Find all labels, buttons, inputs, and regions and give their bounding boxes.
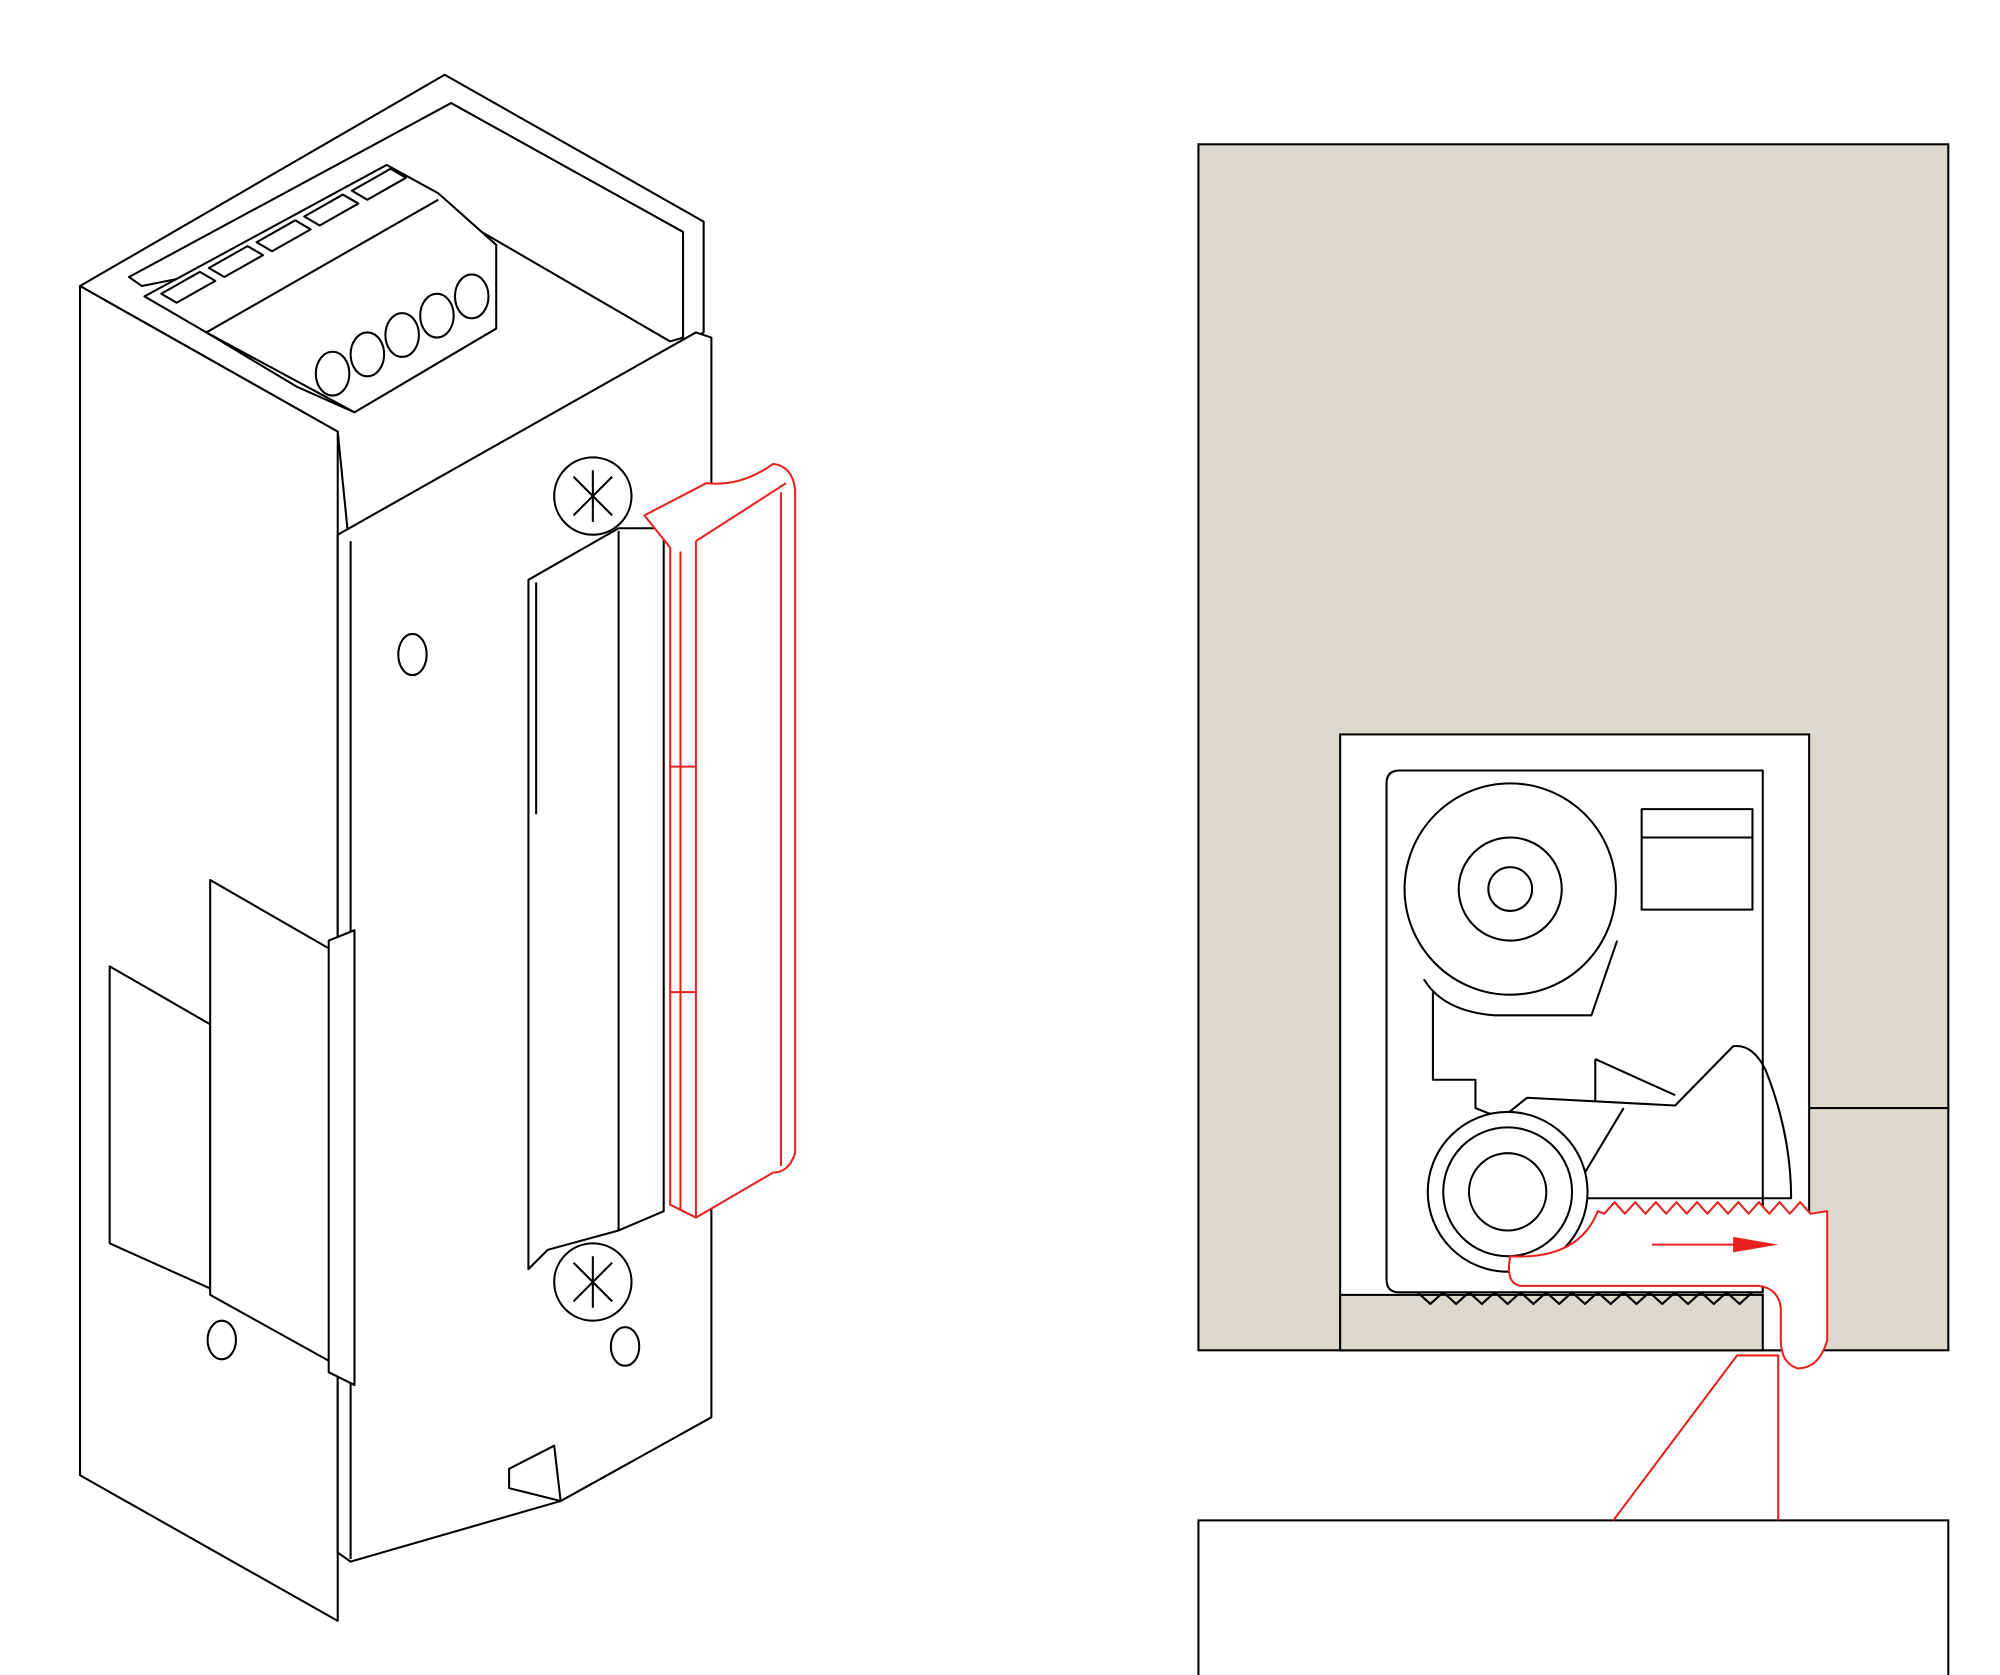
latch-bolt-highlight [643,462,797,1219]
bottom-tab [508,1444,562,1503]
door-recess-back [108,965,212,1290]
solenoid-core [1487,866,1534,912]
terminal-slot [303,193,360,227]
mounting-hole [609,1326,641,1367]
screw-icon [553,1242,633,1322]
terminal-screw-icon [419,292,455,339]
latch-bolt-highlight-section [1507,1201,1829,1522]
door-leaf [1197,1519,1950,1675]
screw-icon [553,456,633,536]
terminal-screw-icon [349,331,386,378]
door-recess-front [209,878,339,1367]
terminal-slot [350,167,408,201]
latch-housing [527,527,665,1271]
arrow-right-icon [1733,1236,1779,1253]
solenoid-ring [1457,836,1563,942]
recess-rail [327,929,356,1387]
terminal-block [143,163,498,414]
terminal-screw-icon [453,273,490,320]
mounting-hole [397,632,428,677]
mounting-hole [206,1319,237,1361]
latch-projection [1612,1354,1780,1522]
section-view [1197,143,1950,1675]
terminal-screw-icon [314,350,351,397]
terminal-screw-icon [384,312,420,358]
isometric-strike-view [79,73,797,1622]
terminal-slot [160,270,217,304]
terminal-slot [255,219,312,253]
serrated-edge [1416,1291,1754,1305]
pivot-pin [1467,1152,1548,1232]
terminal-slot [207,245,265,279]
spring-block [1640,808,1754,911]
lever-arm [1431,992,1793,1200]
solenoid-outer [1403,782,1617,996]
pocket-floor [1339,1293,1764,1352]
